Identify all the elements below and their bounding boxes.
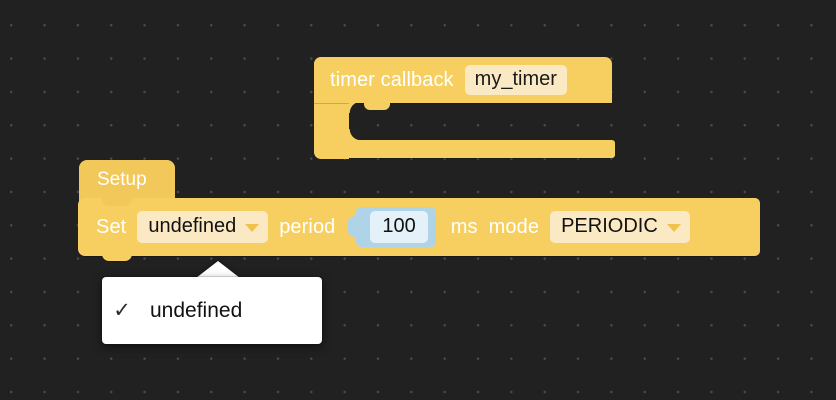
- block-timer-callback-left-arm: [314, 97, 349, 159]
- block-setup-title: Setup: [97, 169, 147, 190]
- menu-item-undefined[interactable]: ✓ undefined: [102, 277, 322, 344]
- block-timer-callback-header: timer callback my_timer: [314, 57, 567, 103]
- dropdown-menu[interactable]: ✓ undefined: [102, 277, 322, 344]
- chevron-down-icon: [245, 223, 260, 232]
- mode-label: mode: [488, 215, 540, 238]
- set-label: Set: [96, 215, 127, 238]
- period-value-block[interactable]: 100: [348, 207, 436, 247]
- block-setup-tab: [79, 160, 175, 202]
- menu-item-label: undefined: [150, 298, 243, 322]
- mode-dropdown-value: PERIODIC: [561, 215, 658, 237]
- output-puzzle-tab-icon: [348, 216, 358, 237]
- unit-label: ms: [450, 215, 478, 238]
- block-timer-callback[interactable]: timer callback my_timer: [314, 57, 616, 159]
- target-dropdown-value: undefined: [148, 215, 237, 237]
- period-number-input[interactable]: 100: [370, 211, 428, 243]
- statement-connection-notch: [364, 101, 390, 110]
- block-setup-fields: Set undefined period 100 ms mode PERIODI…: [78, 198, 690, 256]
- block-timer-callback-label: timer callback: [330, 68, 454, 91]
- dropdown-pointer: [196, 261, 240, 278]
- next-connection-bump: [102, 252, 132, 261]
- chevron-down-icon: [666, 223, 681, 232]
- mode-dropdown[interactable]: PERIODIC: [550, 211, 690, 243]
- block-setup[interactable]: Setup Set undefined period 100 ms mode P…: [78, 160, 760, 266]
- previous-connection-notch: [102, 198, 132, 206]
- block-timer-callback-bottom-arm: [314, 140, 615, 158]
- check-icon: ✓: [113, 299, 131, 322]
- timer-name-field[interactable]: my_timer: [464, 65, 567, 95]
- period-label: period: [279, 215, 336, 238]
- cavity-corner-bottom: [349, 129, 361, 141]
- cavity-corner-top: [349, 101, 361, 113]
- target-dropdown[interactable]: undefined: [137, 211, 269, 243]
